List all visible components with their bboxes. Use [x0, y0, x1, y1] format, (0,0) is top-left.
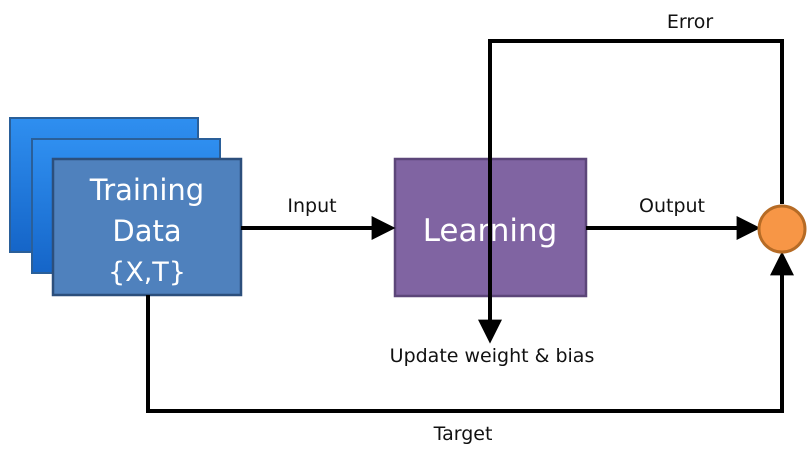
- output-label: Output: [639, 195, 705, 217]
- training-data-label-line3: {X,T}: [108, 257, 186, 288]
- update-weight-bias-label: Update weight & bias: [390, 345, 595, 367]
- target-label: Target: [433, 423, 493, 445]
- comparison-node: [757, 204, 807, 254]
- error-feedback-arrow: [478, 39, 784, 344]
- training-data-label-line2: Data: [112, 214, 181, 248]
- training-data-label-line1: Training: [89, 173, 204, 207]
- error-label: Error: [667, 11, 714, 33]
- input-label: Input: [287, 195, 336, 217]
- target-arrow: [146, 251, 794, 413]
- training-data-box: [51, 157, 243, 297]
